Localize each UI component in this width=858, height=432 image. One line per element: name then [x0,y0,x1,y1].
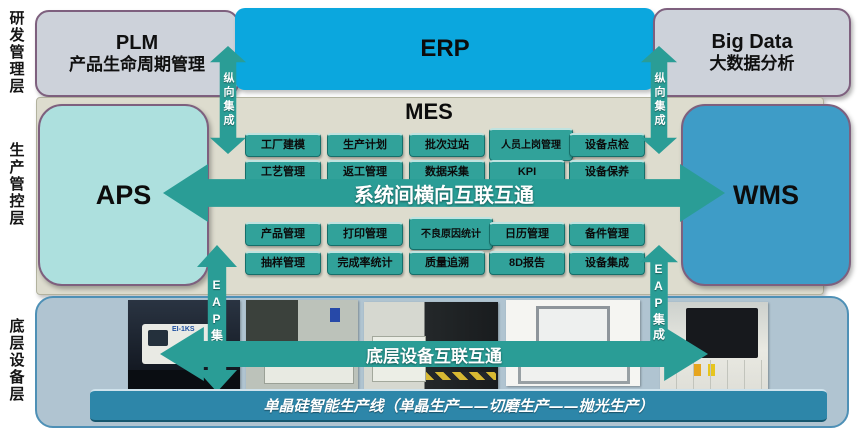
module-staff-onboarding: 人员上岗管理 [489,128,573,161]
machine-model-label: EI-1KS [172,326,195,333]
module-spare-parts-mgmt: 备件管理 [569,222,645,246]
hazard-stripe [426,372,496,380]
metal-frame-top [536,306,610,344]
module-equipment-integration: 设备集成 [569,251,645,275]
erp-box: ERP [235,8,655,90]
production-line-banner: 单晶硅智能生产线（单晶生产——切磨生产——抛光生产） [90,389,827,422]
layer-label-devices: 底层设备层 [7,317,25,403]
module-equipment-check: 设备点检 [569,133,645,157]
mes-title: MES [405,99,453,124]
eap-integration-label-left: EAP集成 [209,278,224,359]
production-line-label: 单晶硅智能生产线（单晶生产——切磨生产——抛光生产） [263,397,654,415]
bigdata-box: Big Data 大数据分析 [653,8,851,97]
layer-label-production: 生产管控层 [7,141,25,227]
module-8d-report: 8D报告 [489,251,565,275]
module-production-plan: 生产计划 [327,133,403,157]
plm-box: PLM 产品生命周期管理 [35,10,239,97]
vertical-integration-label-left: 纵向集成 [222,72,234,128]
module-lot-tracking: 批次过站 [409,133,485,157]
bigdata-title: Big Data [711,30,793,53]
module-print-mgmt: 打印管理 [327,222,403,246]
aps-label: APS [95,179,152,210]
wms-label: WMS [733,179,799,210]
equipment-blue-light [330,308,340,322]
layer-label-rnd: 研发管理层 [7,9,25,95]
plm-subtitle: 产品生命周期管理 [69,54,205,74]
module-sampling-mgmt: 抽样管理 [245,251,321,275]
module-defect-cause-stats: 不良原因统计 [409,217,493,250]
machine-screen [148,330,168,346]
device-interconnect-label: 底层设备互联互通 [366,346,502,366]
horizontal-interconnect-label: 系统间横向互联互通 [354,184,534,207]
plm-title: PLM [115,31,159,54]
vertical-integration-label-right: 纵向集成 [653,72,665,128]
module-factory-modeling: 工厂建模 [245,133,321,157]
equipment-dark-block [246,300,298,342]
module-quality-trace: 质量追溯 [409,251,485,275]
eap-integration-label-right: EAP集成 [651,262,666,343]
bigdata-subtitle: 大数据分析 [709,53,795,73]
module-calendar-mgmt: 日历管理 [489,222,565,246]
module-completion-stats: 完成率统计 [327,251,403,275]
erp-title: ERP [420,35,470,62]
module-product-mgmt: 产品管理 [245,222,321,246]
